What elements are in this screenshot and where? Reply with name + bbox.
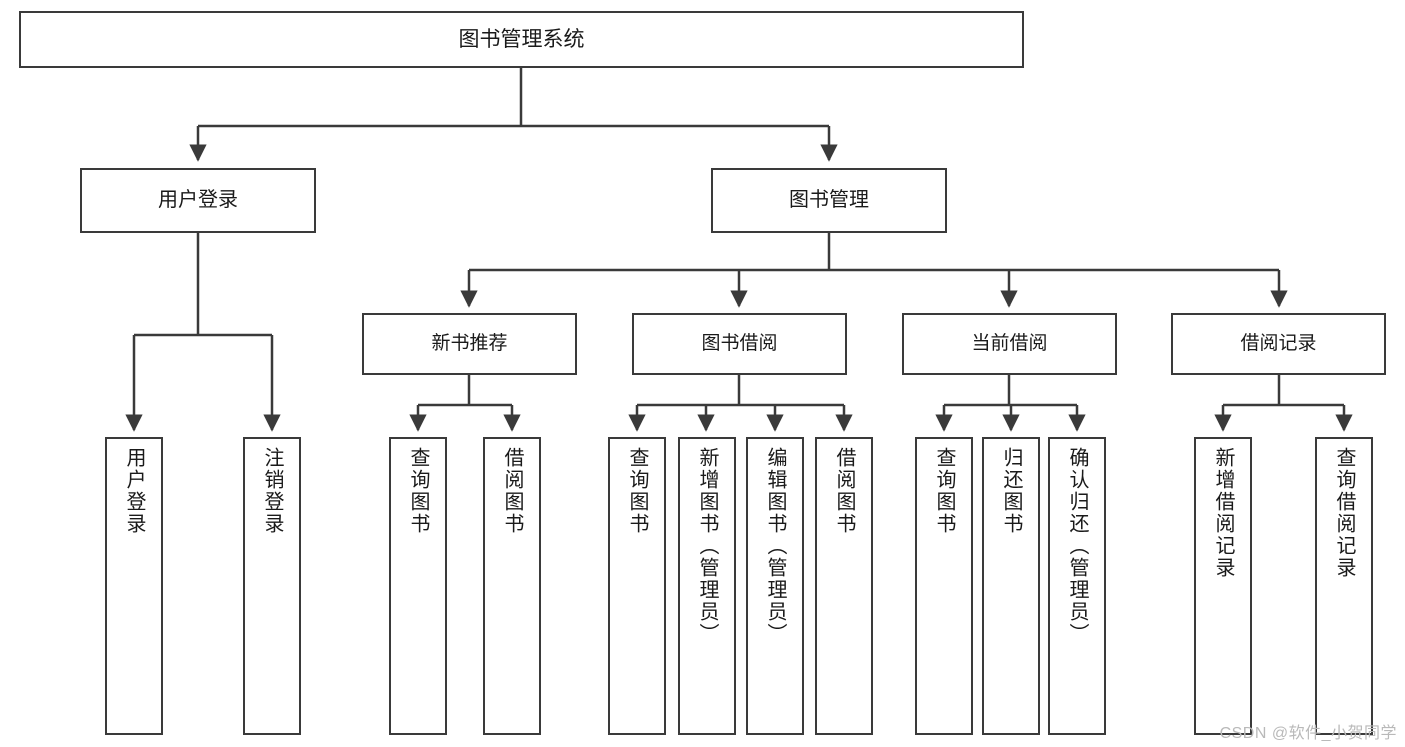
- leaf-logout[interactable]: 注销登录: [243, 437, 301, 735]
- node-label: 图书借阅: [701, 333, 778, 355]
- leaf-records-query-record[interactable]: 查询借阅记录: [1315, 437, 1373, 735]
- leaf-records-add-record[interactable]: 新增借阅记录: [1194, 437, 1252, 735]
- node-label: 新增图书（管理员）: [696, 447, 718, 645]
- leaf-current-confirm-return-admin[interactable]: 确认归还（管理员）: [1048, 437, 1106, 735]
- node-label: 查询图书: [933, 447, 955, 535]
- node-label: 图书管理: [789, 189, 869, 212]
- node-label: 新书推荐: [431, 333, 508, 355]
- leaf-new-books-borrow-book[interactable]: 借阅图书: [483, 437, 541, 735]
- node-label: 查询图书: [626, 447, 648, 535]
- leaf-borrow-add-book-admin[interactable]: 新增图书（管理员）: [678, 437, 736, 735]
- node-label: 借阅记录: [1240, 333, 1317, 355]
- node-label: 借阅图书: [833, 447, 855, 535]
- node-label: 查询借阅记录: [1333, 447, 1355, 579]
- node-label: 图书管理系统: [458, 27, 585, 51]
- node-new-book-recommend[interactable]: 新书推荐: [362, 313, 577, 375]
- node-label: 新增借阅记录: [1212, 447, 1234, 579]
- node-label: 编辑图书（管理员）: [764, 447, 786, 645]
- node-book-management[interactable]: 图书管理: [711, 168, 947, 233]
- node-label: 归还图书: [1000, 447, 1022, 535]
- node-current-borrow[interactable]: 当前借阅: [902, 313, 1117, 375]
- leaf-new-books-query-book[interactable]: 查询图书: [389, 437, 447, 735]
- node-label: 查询图书: [407, 447, 429, 535]
- node-borrow-records[interactable]: 借阅记录: [1171, 313, 1386, 375]
- node-label: 当前借阅: [971, 333, 1048, 355]
- node-book-borrow[interactable]: 图书借阅: [632, 313, 847, 375]
- node-label: 借阅图书: [501, 447, 523, 535]
- leaf-current-return-book[interactable]: 归还图书: [982, 437, 1040, 735]
- leaf-user-login[interactable]: 用户登录: [105, 437, 163, 735]
- leaf-borrow-edit-book-admin[interactable]: 编辑图书（管理员）: [746, 437, 804, 735]
- leaf-borrow-borrow-book[interactable]: 借阅图书: [815, 437, 873, 735]
- leaf-current-query-book[interactable]: 查询图书: [915, 437, 973, 735]
- node-label: 注销登录: [261, 447, 283, 535]
- node-user-login[interactable]: 用户登录: [80, 168, 316, 233]
- node-label: 确认归还（管理员）: [1066, 447, 1088, 645]
- node-root-book-management-system[interactable]: 图书管理系统: [19, 11, 1024, 68]
- leaf-borrow-query-book[interactable]: 查询图书: [608, 437, 666, 735]
- node-label: 用户登录: [158, 189, 238, 212]
- node-label: 用户登录: [123, 447, 145, 535]
